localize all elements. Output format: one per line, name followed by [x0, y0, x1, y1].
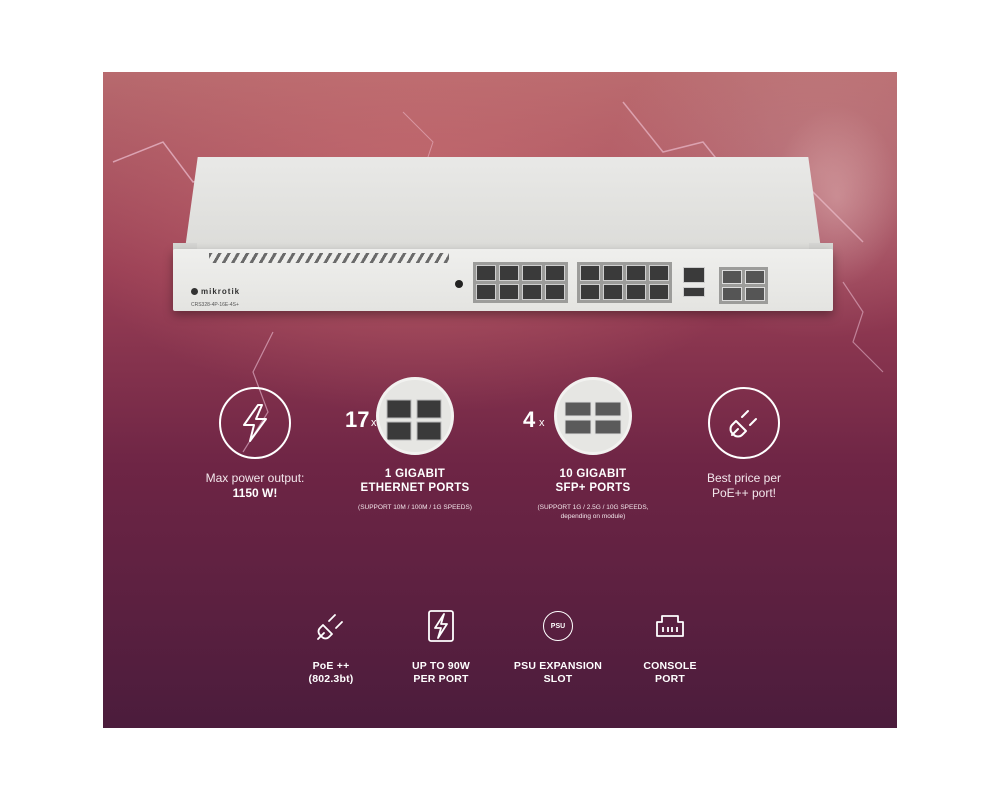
sfp-note1: (SUPPORT 1G / 2.5G / 10G SPEEDS,: [537, 504, 649, 511]
bottom-feature-console: CONSOLE PORT: [615, 606, 725, 686]
ethernet-ports-photo: [376, 377, 454, 455]
price-line1: Best price per: [706, 471, 782, 485]
model-label: CRS328-4P-16E-4S+: [191, 302, 239, 308]
lightning-bolt-icon: [219, 387, 291, 459]
90w-line1: UP TO 90W: [411, 660, 470, 672]
price-line2: PoE++ port!: [711, 486, 777, 500]
power-card-icon: [421, 606, 461, 646]
vent-left: [209, 253, 449, 263]
sfp-note2: depending on module): [560, 513, 626, 520]
sfp-ports-photo: [554, 377, 632, 455]
console-line2: PORT: [655, 673, 685, 685]
ethernet-ports-group-2: [577, 262, 672, 303]
sfp-count: 4: [523, 407, 536, 432]
poe-line2: (802.3bt): [308, 673, 354, 685]
router-image: mikrotik CRS328-4P-16E-4S+: [173, 157, 833, 317]
ethernet-ports-group-1: [473, 262, 568, 303]
ethernet-title1: 1 GIGABIT: [384, 468, 446, 480]
console-port: [683, 287, 705, 297]
90w-line2: PER PORT: [413, 673, 469, 685]
feature-sfp: 4 x 10 GIGABIT SFP+ PORTS (SUPPORT 1G / …: [513, 377, 673, 537]
sfp-title1: 10 GIGABIT: [559, 468, 627, 480]
feature-ethernet: 17 x 1 GIGABIT ETHERNET PORTS (SUPPORT 1…: [335, 377, 495, 537]
bottom-feature-90w: UP TO 90W PER PORT: [386, 606, 496, 686]
management-port: [683, 267, 705, 283]
promo-banner: mikrotik CRS328-4P-16E-4S+ Max power out…: [103, 72, 897, 728]
poe-line1: PoE ++: [312, 660, 350, 672]
psu-line1: PSU EXPANSION: [513, 660, 603, 672]
ethernet-note: (SUPPORT 10M / 100M / 1G SPEEDS): [358, 504, 472, 511]
console-port-icon: [650, 606, 690, 646]
ethernet-count: 17: [345, 407, 370, 432]
power-line2: 1150 W!: [232, 486, 278, 500]
brand-label: mikrotik: [191, 287, 240, 296]
console-line1: CONSOLE: [643, 660, 697, 672]
feature-power: Max power output: 1150 W!: [185, 387, 325, 501]
reset-button: [455, 280, 463, 288]
bottom-feature-poe: PoE ++ (802.3bt): [276, 606, 386, 686]
router-top-panel: [185, 157, 821, 249]
psu-line2: SLOT: [543, 673, 573, 685]
sfp-title2: SFP+ PORTS: [555, 482, 631, 494]
feature-price: Best price per PoE++ port!: [674, 387, 814, 501]
power-plug-icon: [708, 387, 780, 459]
power-line1: Max power output:: [205, 471, 305, 485]
psu-icon: PSU: [538, 606, 578, 646]
sfp-multiplier: x: [539, 417, 545, 429]
ethernet-title2: ETHERNET PORTS: [360, 482, 470, 494]
sfp-ports: [719, 267, 768, 304]
ethernet-multiplier: x: [371, 417, 377, 429]
plug-icon: [311, 606, 351, 646]
bottom-feature-psu: PSU PSU EXPANSION SLOT: [503, 606, 613, 686]
